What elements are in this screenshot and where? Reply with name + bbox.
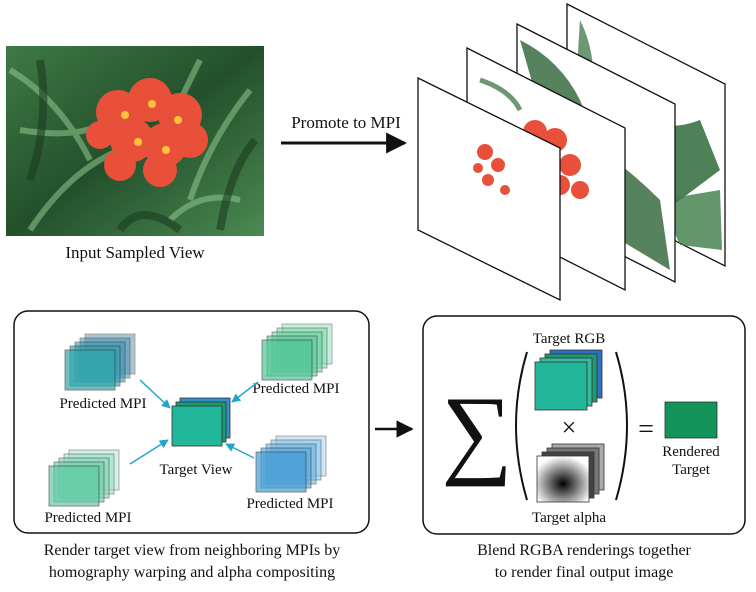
rendered-label-line1: Rendered — [662, 444, 720, 460]
target-alpha-stack — [536, 443, 605, 503]
mpi-label-top-right: Predicted MPI — [252, 381, 339, 397]
rendered-target-swatch — [664, 401, 718, 439]
warp-arrow — [231, 381, 259, 403]
right-caption-line1: Blend RGBA renderings together — [477, 542, 691, 559]
mpi-plane — [417, 76, 561, 302]
rendered-label-line2: Target — [672, 462, 711, 478]
left-caption-line1: Render target view from neighboring MPIs… — [44, 542, 341, 559]
target-alpha-label: Target alpha — [532, 510, 606, 526]
warp-arrow — [129, 439, 169, 465]
right-caption-line2: to render final output image — [495, 564, 674, 581]
left-paren — [515, 351, 528, 501]
target-rgb-stack — [534, 349, 603, 411]
mpi-label-top-left: Predicted MPI — [59, 396, 146, 412]
mpi-plane-stack — [417, 2, 726, 302]
target-rgb-label: Target RGB — [533, 331, 605, 347]
right-paren — [615, 351, 628, 501]
mpi-stack-top-left — [64, 333, 136, 391]
times-symbol: × — [562, 413, 577, 442]
target-view-stack — [171, 397, 231, 447]
mpi-stack-bottom-right — [255, 435, 327, 493]
target-view-label: Target View — [160, 462, 233, 478]
mpi-label-bottom-left: Predicted MPI — [44, 510, 131, 526]
left-caption-line2: homography warping and alpha compositing — [49, 564, 335, 581]
mpi-stack-top-right — [261, 323, 333, 381]
mpi-stack-bottom-left — [48, 449, 120, 507]
equals-symbol: = — [638, 414, 654, 445]
right-panel — [422, 315, 746, 535]
mpi-label-bottom-right: Predicted MPI — [246, 496, 333, 512]
input-sampled-view-image — [6, 46, 264, 236]
promote-label: Promote to MPI — [291, 113, 401, 132]
sigma-symbol: ∑ — [441, 376, 512, 487]
warp-arrow — [139, 379, 171, 409]
warp-arrow — [225, 443, 255, 459]
input-caption: Input Sampled View — [65, 243, 205, 262]
